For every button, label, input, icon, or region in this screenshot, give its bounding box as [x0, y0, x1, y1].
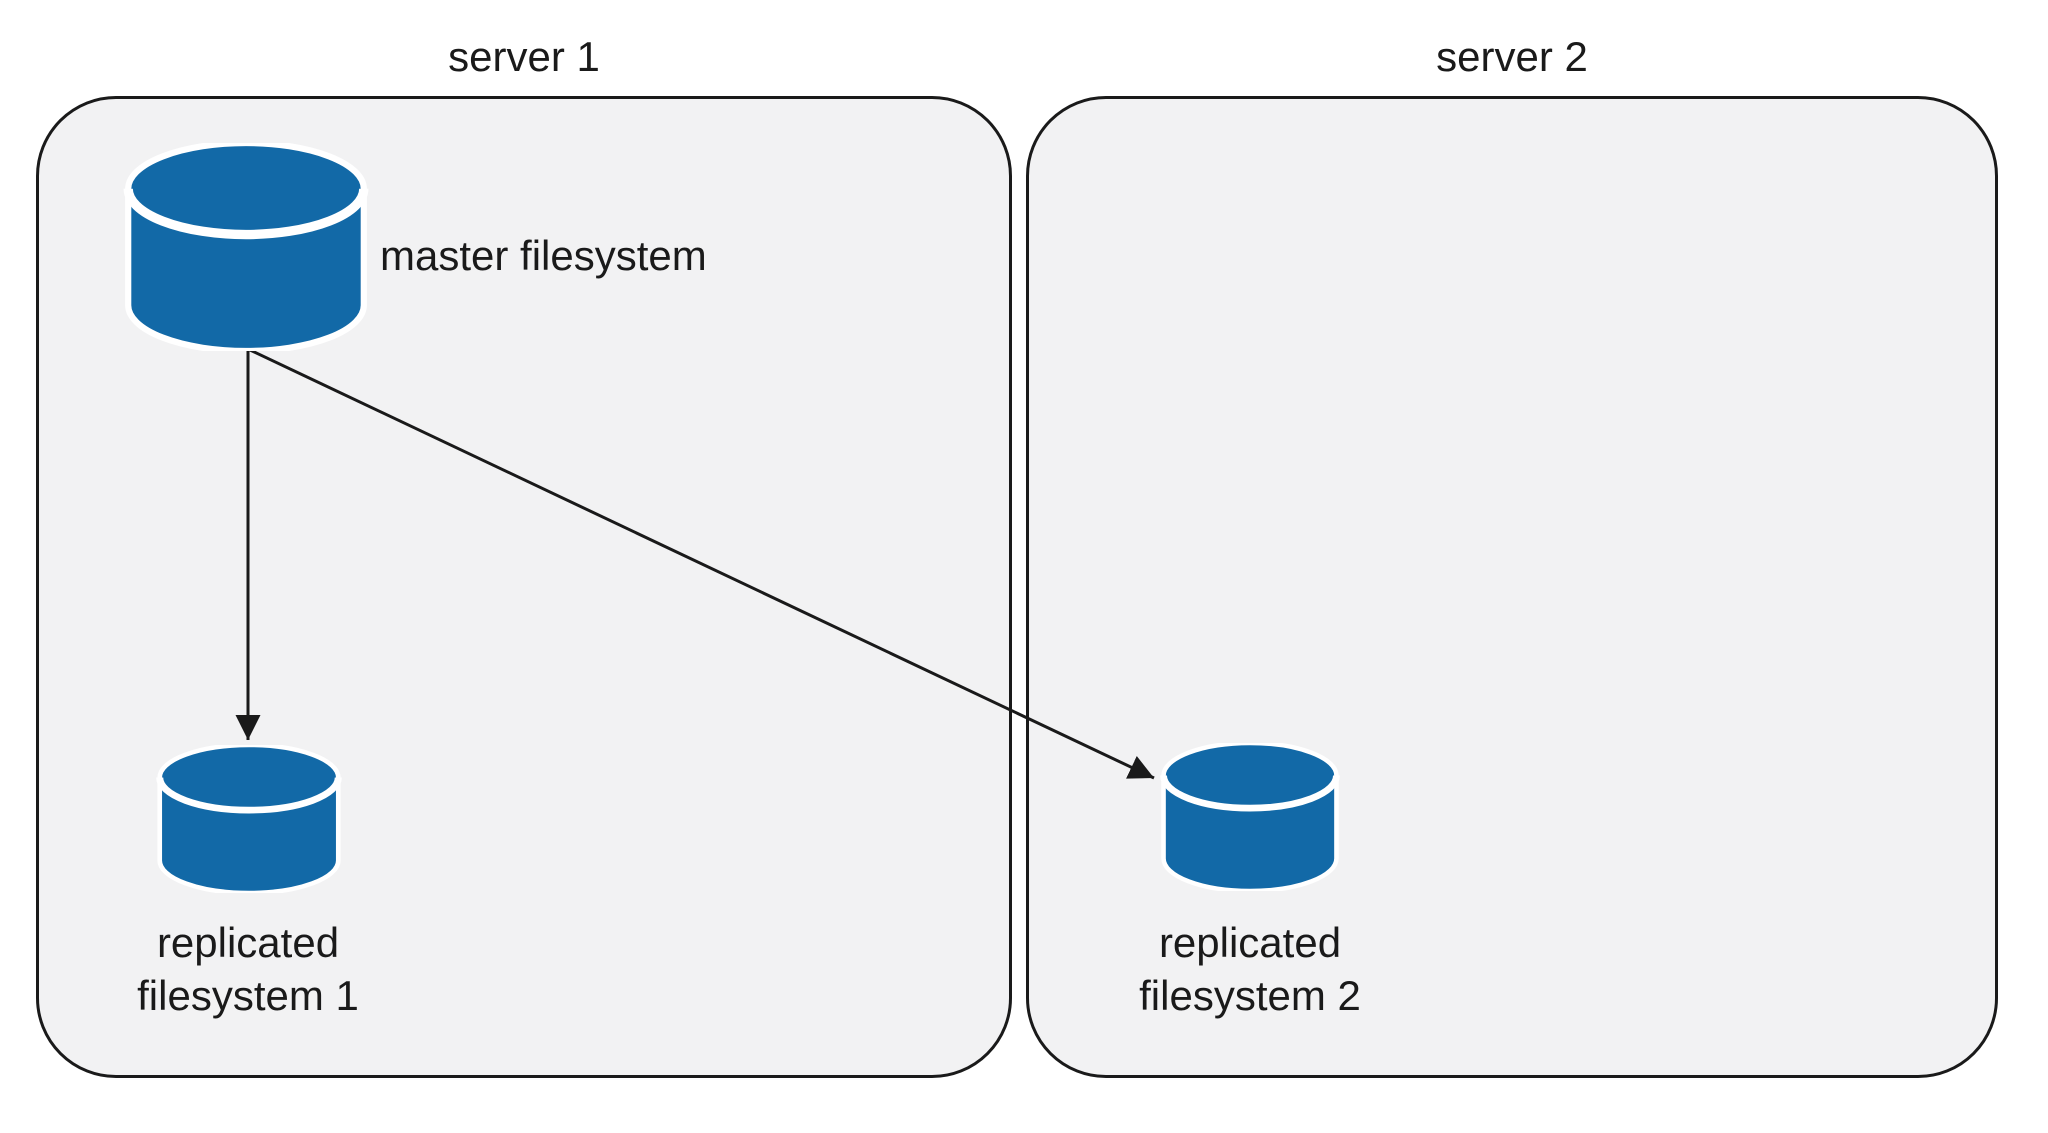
master-filesystem-label: master filesystem — [380, 232, 707, 279]
server1-group-label: server 1 — [448, 33, 600, 80]
database-cylinder-icon — [1159, 743, 1341, 891]
label-line: filesystem 2 — [1139, 972, 1361, 1019]
replicated-filesystem-2-label: replicated filesystem 2 — [1050, 916, 1450, 1022]
database-cylinder-icon — [155, 745, 343, 893]
server2-group-label: server 2 — [1436, 33, 1588, 80]
replicated-filesystem-1-label: replicated filesystem 1 — [48, 916, 448, 1022]
server2-group-box — [1026, 96, 1998, 1078]
database-cylinder-icon — [122, 143, 370, 351]
label-line: replicated — [1158, 919, 1342, 966]
label-line: filesystem 1 — [137, 972, 359, 1019]
label-line: replicated — [156, 919, 340, 966]
